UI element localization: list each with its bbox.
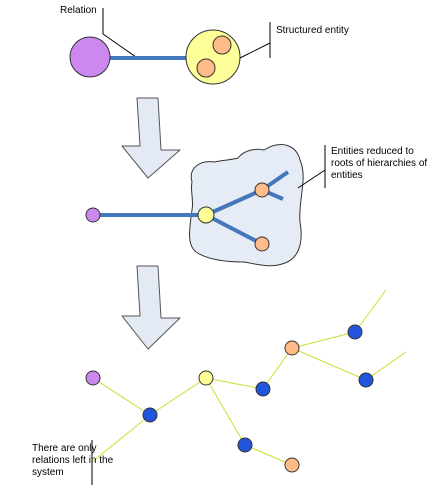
hierarchy-branch-up: [205, 188, 263, 217]
label-only-relations-line-3: system: [32, 467, 64, 478]
edge-blue-right-out: [365, 351, 407, 381]
structured-entity-inner-bottom: [196, 58, 216, 78]
label-entities-reduced-line-2: roots of hierarchies of: [331, 158, 428, 169]
relation-network: [91, 289, 407, 466]
simple-entity-purple-small: [85, 207, 101, 223]
node-purple: [85, 370, 101, 386]
edge-blue-top-out: [354, 289, 387, 333]
edge-blue-yellow: [149, 377, 207, 416]
node-blue-right: [358, 372, 374, 388]
node-blue-top: [347, 324, 363, 340]
edge-yellow-blue-down: [205, 377, 246, 446]
edge-blue-leader: [91, 414, 151, 463]
node-yellow: [198, 370, 214, 386]
edge-purple-blue: [92, 377, 151, 416]
edge-orange-blue-right: [291, 347, 367, 381]
label-entities-reduced-line-1: Entities reduced to: [331, 146, 414, 157]
label-structured-entity: Structured entity: [276, 25, 349, 36]
structured-entity-yellow: [185, 29, 241, 85]
label-relation: Relation: [60, 5, 97, 16]
edge-blue-orange-bottom: [244, 444, 293, 466]
hierarchy-branch-down: [205, 213, 263, 246]
child-entity-orange-bottom: [254, 236, 270, 252]
down-arrow-2: [121, 265, 181, 350]
callout-reduced-leader: [297, 169, 326, 189]
root-entity-yellow: [197, 206, 215, 224]
label-only-relations-line-1: There are only: [32, 443, 97, 454]
callout-relation-leader: [102, 33, 137, 58]
down-arrow-1: [121, 97, 181, 179]
node-orange-bottom: [284, 457, 300, 473]
simple-entity-purple: [69, 36, 111, 78]
edge-yellow-blue-right: [205, 377, 264, 390]
node-orange-mid: [284, 340, 300, 356]
callout-structured-leader: [239, 42, 271, 59]
label-only-relations: There are only relations left in the sys…: [32, 443, 113, 479]
label-entities-reduced: Entities reduced to roots of hierarchies…: [331, 146, 427, 182]
hierarchy-cloud: [189, 144, 304, 267]
structured-entity-inner-top: [212, 35, 232, 55]
edge-blue-orange-mid: [262, 347, 293, 390]
node-blue-center: [255, 381, 271, 397]
label-entities-reduced-line-3: entities: [331, 170, 363, 181]
child-entity-orange-top: [254, 182, 270, 198]
label-only-relations-line-2: relations left in the: [32, 455, 114, 466]
node-blue-bottom: [237, 437, 253, 453]
node-blue-left: [142, 407, 158, 423]
edge-orange-blue-top: [291, 331, 356, 349]
